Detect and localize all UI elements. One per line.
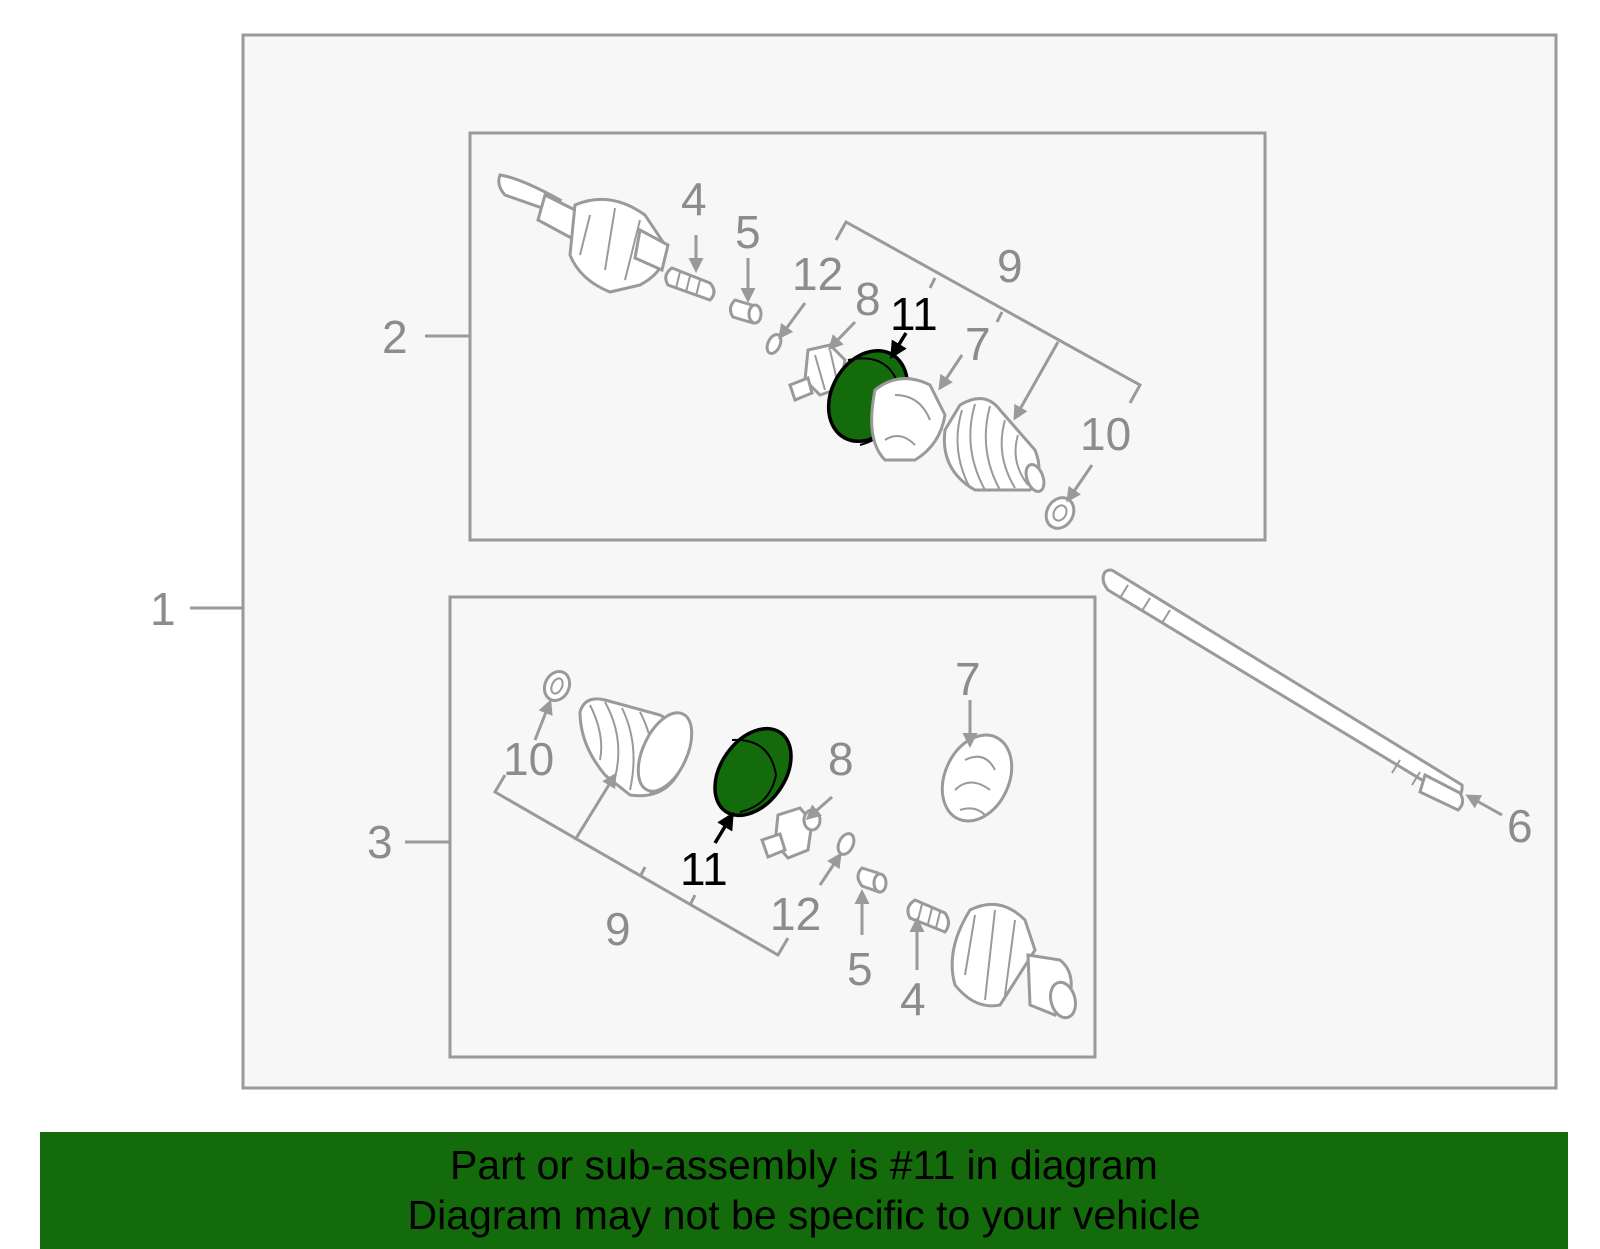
banner-line-1: Part or sub-assembly is #11 in diagram <box>450 1142 1158 1188</box>
inner-cv-joint-bottom <box>950 902 1077 1020</box>
part-7-bottom <box>940 733 1014 823</box>
arrow-8-bottom <box>805 795 833 820</box>
callout-2: 2 <box>382 311 408 363</box>
arrow-10-top <box>1066 464 1094 503</box>
callout-12-bottom: 12 <box>770 888 821 940</box>
arrow-12-top <box>778 302 807 340</box>
part-4-bottom <box>906 898 950 934</box>
part-5-bottom <box>856 866 888 894</box>
subassembly-box-top <box>468 131 1267 542</box>
callout-11-top: 11 <box>890 288 938 340</box>
bracket-9-bottom <box>492 772 790 958</box>
callout-12-top: 12 <box>792 248 843 300</box>
part-5-top <box>728 298 763 325</box>
callout-4-top: 4 <box>681 173 707 225</box>
callout-10-top: 10 <box>1080 408 1131 460</box>
part-6-shaft <box>1101 568 1465 812</box>
callout-7-bottom: 7 <box>955 653 981 705</box>
arrow-8-top <box>827 320 857 351</box>
callout-3: 3 <box>367 816 393 868</box>
arrow-10-bottom <box>533 699 553 741</box>
callout-11-bottom: 11 <box>680 843 728 895</box>
part-11-bottom-boot-icon <box>713 726 793 818</box>
arrow-7-top <box>938 354 964 391</box>
callout-1: 1 <box>150 583 176 635</box>
leader-6 <box>1465 794 1503 817</box>
callout-6: 6 <box>1507 800 1533 852</box>
callout-5-bottom: 5 <box>847 943 873 995</box>
callout-7-top: 7 <box>965 318 991 370</box>
callout-10-bottom: 10 <box>503 733 554 785</box>
arrow-11-bottom <box>713 812 734 844</box>
part-9-bottom-bellows <box>578 697 694 798</box>
callout-9-bottom: 9 <box>605 903 631 955</box>
part-7-top <box>870 377 947 462</box>
part-9-top-bellows <box>942 397 1046 493</box>
callout-9-top: 9 <box>997 240 1023 292</box>
part-8-bottom <box>760 806 822 860</box>
outer-cv-joint-top <box>497 173 670 294</box>
callout-8-top: 8 <box>855 273 881 325</box>
callout-4-bottom: 4 <box>900 973 926 1025</box>
info-banner: Part or sub-assembly is #11 in diagram D… <box>40 1132 1568 1249</box>
arrow-12-bottom <box>818 852 842 886</box>
banner-line-2: Diagram may not be specific to your vehi… <box>407 1192 1201 1238</box>
callout-5-top: 5 <box>735 206 761 258</box>
part-4-top <box>664 266 716 302</box>
arrow-11-top <box>890 332 908 359</box>
callout-8-bottom: 8 <box>828 733 854 785</box>
bracket-9-top <box>834 219 1143 421</box>
